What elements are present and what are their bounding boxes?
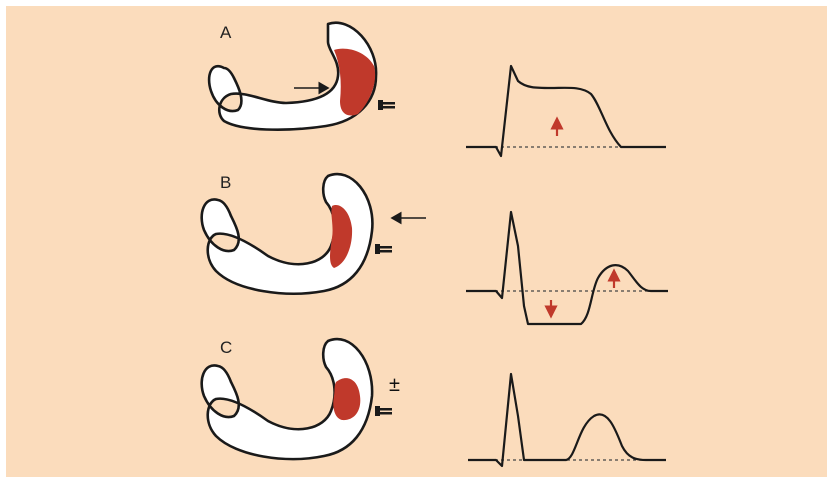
electrode-c bbox=[375, 406, 392, 416]
diagram-canvas: A B C ± bbox=[6, 6, 827, 477]
ecg-trace-a bbox=[466, 66, 666, 156]
electrode-a bbox=[378, 100, 395, 110]
diagram-svg: A B C ± bbox=[6, 6, 827, 477]
panel-c-label: C bbox=[220, 338, 232, 357]
lesion-c-intramural bbox=[333, 378, 360, 420]
ecg-trace-c bbox=[468, 374, 666, 466]
electrode-b bbox=[375, 244, 392, 254]
panel-a-label: A bbox=[220, 23, 232, 42]
panel-b-label: B bbox=[220, 173, 231, 192]
panel-a: A bbox=[209, 23, 666, 156]
panel-c: C ± bbox=[202, 338, 666, 466]
ecg-trace-b bbox=[466, 212, 668, 324]
panel-b: B bbox=[202, 173, 668, 324]
plus-minus-symbol-c: ± bbox=[389, 374, 400, 396]
